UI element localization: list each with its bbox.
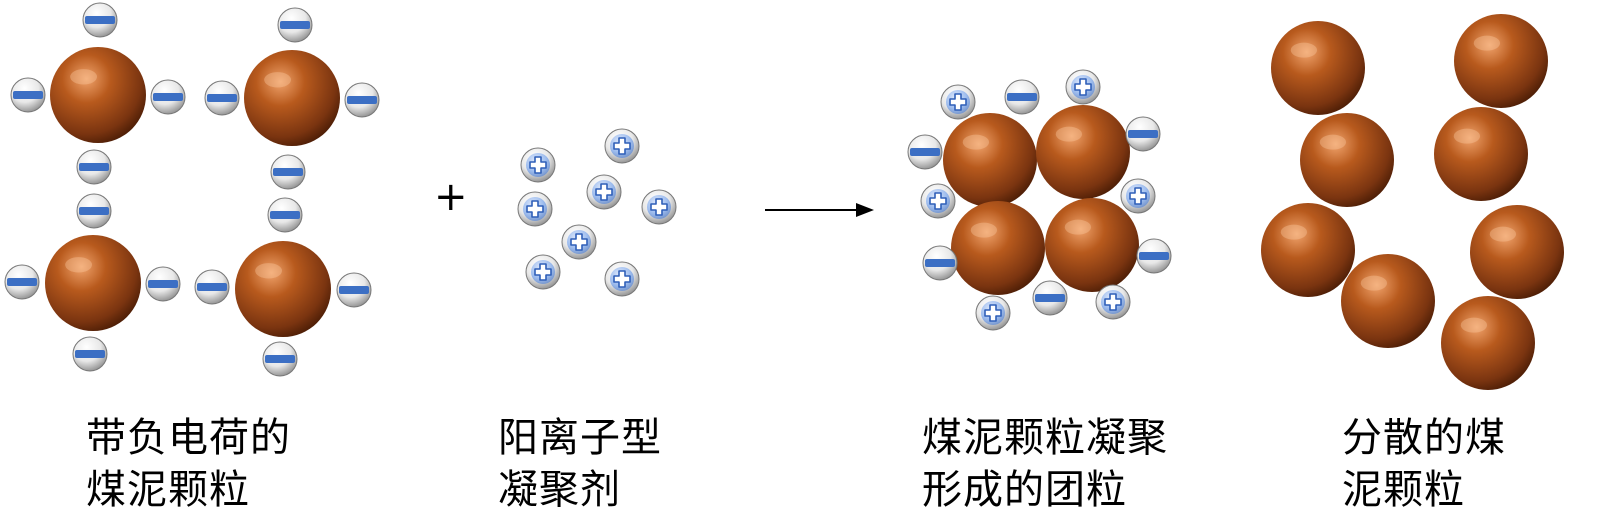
negative-charge-icon (1004, 79, 1040, 115)
reaction-arrow-head (856, 203, 874, 217)
negative-charge-icon (267, 197, 303, 233)
caption-line: 形成的团粒 (922, 467, 1127, 513)
positive-charge-icon (641, 189, 677, 225)
caption-line: 阳离子型 (498, 415, 662, 461)
negative-charge-icon (270, 154, 306, 190)
caption-dispersed: 分散的煤 泥颗粒 (1342, 412, 1506, 516)
positive-charge-icon (520, 147, 556, 183)
dispersed-coal-particle (1261, 203, 1355, 297)
positive-charge-icon (920, 183, 956, 219)
caption-line: 带负电荷的 (86, 415, 291, 461)
positive-charge-icon (975, 295, 1011, 331)
positive-charge-icon (1095, 284, 1131, 320)
negative-coal-particle (50, 47, 146, 143)
positive-charge-icon (586, 174, 622, 210)
dispersed-coal-particle (1271, 21, 1365, 115)
caption-line: 分散的煤 (1342, 415, 1506, 461)
negative-charge-icon (344, 82, 380, 118)
positive-charge-icon (940, 84, 976, 120)
dispersed-coal-particle (1341, 254, 1435, 348)
floc-coal-particle (951, 201, 1045, 295)
negative-charge-icon (907, 134, 943, 170)
dispersed-coal-particle (1454, 14, 1548, 108)
negative-coal-particle (244, 50, 340, 146)
negative-charge-icon (145, 266, 181, 302)
positive-charge-icon (604, 261, 640, 297)
dispersed-coal-particle (1470, 205, 1564, 299)
dispersed-coal-particle (1434, 107, 1528, 201)
negative-coal-particle (45, 235, 141, 331)
negative-charge-icon (262, 341, 298, 377)
dispersed-coal-particle (1441, 296, 1535, 390)
negative-charge-icon (150, 79, 186, 115)
caption-cationic-flocculant: 阳离子型 凝聚剂 (498, 412, 662, 516)
floc-coal-particle (1045, 198, 1139, 292)
caption-line: 凝聚剂 (498, 467, 621, 513)
positive-charge-icon (517, 191, 553, 227)
positive-charge-icon (1120, 178, 1156, 214)
dispersed-coal-particle (1300, 113, 1394, 207)
plus-operator: + (434, 174, 468, 220)
caption-flocs: 煤泥颗粒凝聚 形成的团粒 (922, 412, 1168, 516)
floc-coal-particle (1036, 105, 1130, 199)
negative-charge-icon (1136, 238, 1172, 274)
negative-charge-icon (10, 77, 46, 113)
caption-line: 煤泥颗粒 (86, 467, 250, 513)
positive-charge-icon (561, 224, 597, 260)
negative-charge-icon (336, 272, 372, 308)
negative-charge-icon (277, 7, 313, 43)
negative-charge-icon (76, 149, 112, 185)
positive-charge-icon (525, 254, 561, 290)
negative-coal-particle (235, 241, 331, 337)
plus-sign: + (434, 174, 468, 220)
positive-charge-icon (1065, 69, 1101, 105)
negative-charge-icon (1032, 280, 1068, 316)
negative-charge-icon (204, 80, 240, 116)
caption-negative-particles: 带负电荷的 煤泥颗粒 (86, 412, 291, 516)
negative-charge-icon (1125, 116, 1161, 152)
negative-charge-icon (82, 2, 118, 38)
negative-charge-icon (922, 245, 958, 281)
negative-charge-icon (76, 193, 112, 229)
caption-line: 泥颗粒 (1342, 467, 1465, 513)
negative-charge-icon (72, 336, 108, 372)
positive-charge-icon (604, 128, 640, 164)
negative-charge-icon (4, 264, 40, 300)
caption-line: 煤泥颗粒凝聚 (922, 415, 1168, 461)
floc-coal-particle (943, 113, 1037, 207)
negative-charge-icon (194, 269, 230, 305)
